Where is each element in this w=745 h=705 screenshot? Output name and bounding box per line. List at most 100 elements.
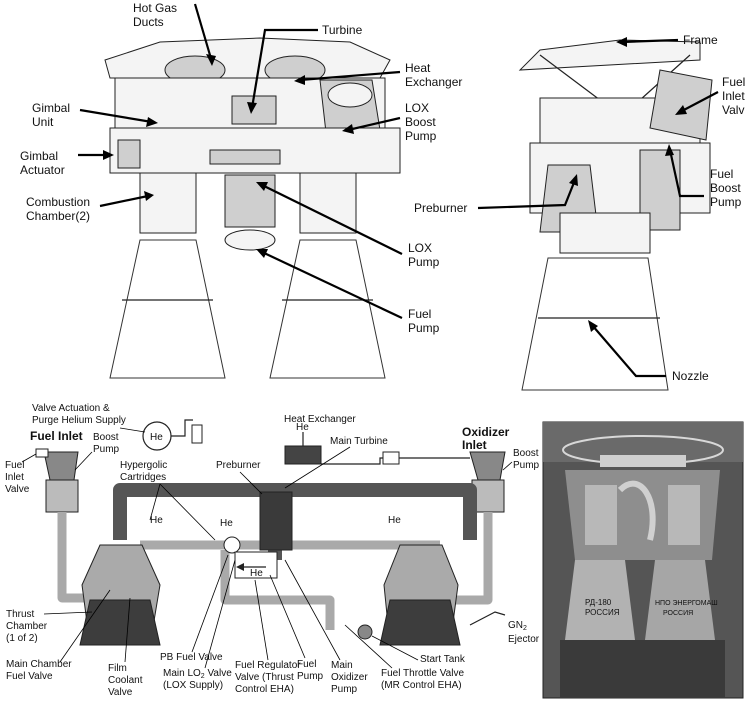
- turbine-arrow: [250, 28, 318, 109]
- schematic: He He He He He He: [35, 419, 506, 646]
- film-coolant-label-2: Coolant: [108, 675, 143, 686]
- lox-pump-label-2: Pump: [408, 255, 440, 269]
- photo-text-left-1: РД-180: [585, 598, 612, 607]
- fuel-regulator-label-2: Valve (Thrust: [235, 672, 294, 683]
- combustion-chamber-arrow: [99, 194, 149, 208]
- gimbal-unit-label-1: Gimbal: [32, 101, 70, 115]
- fuel-inlet-valve-schem-label-2: Inlet: [5, 472, 24, 483]
- hypergolic-label-2: Cartridges: [120, 472, 166, 483]
- heat-exchanger-box: [284, 445, 322, 465]
- preburner-label: Preburner: [414, 201, 467, 215]
- main-oxidizer-pump-label-2: Oxidizer: [331, 672, 368, 683]
- main-lo2-label-sub: 2: [201, 673, 205, 680]
- heat-exchanger-label-2: Exchanger: [405, 75, 462, 89]
- gimbal-unit-label-2: Unit: [32, 115, 54, 129]
- fuel-inlet-valve-label-1: Fuel: [722, 75, 745, 89]
- fuel-pump-arrow: [261, 251, 403, 319]
- valve-actuation-label-2: Purge Helium Supply: [32, 415, 126, 426]
- fuel-pump-schem-label-1: Fuel: [297, 659, 316, 670]
- lox-pump-label-1: LOX: [408, 241, 432, 255]
- lox-boost-pump-arrow: [347, 116, 401, 132]
- fuel-inlet-valve-label-2: Inlet: [722, 89, 745, 103]
- pb-fuel-valve-label: PB Fuel Valve: [160, 652, 223, 663]
- photo-text-right-2: РОССИЯ: [663, 610, 693, 617]
- hot-gas-ducts-label-1: Hot Gas: [133, 1, 177, 15]
- main-oxidizer-pump-label-1: Main: [331, 660, 353, 671]
- boost-pump-right-label-2: Pump: [513, 460, 540, 471]
- svg-text:Valve Actuation &Purge Helium: Valve Actuation &Purge Helium Supply: [32, 403, 126, 426]
- boost-pump-left-label-2: Pump: [93, 444, 120, 455]
- start-tank-label: Start Tank: [420, 654, 466, 665]
- hot-gas-ducts-label-2: Ducts: [133, 15, 164, 29]
- main-oxidizer-pump-label-3: Pump: [331, 684, 358, 695]
- hypergolic-label-1: Hypergolic: [120, 460, 167, 471]
- gimbal-actuator-label-1: Gimbal: [20, 149, 58, 163]
- film-coolant-label-3: Valve: [108, 687, 133, 698]
- svg-text:Fuel Throttle Valve(MR Control: Fuel Throttle Valve(MR Control EHA): [381, 668, 464, 691]
- front-view-engine: [104, 37, 401, 379]
- combustion-chamber-label-1: Combustion: [26, 195, 90, 209]
- fuel-boost-pump-label-2: Boost: [710, 181, 741, 195]
- fuel-inlet-label: Fuel Inlet: [30, 429, 83, 443]
- heat-exchanger-arrow: [299, 70, 401, 82]
- heat-exchanger-label-schematic: Heat Exchanger: [284, 414, 356, 425]
- boost-pump-right-label-1: Boost: [513, 448, 539, 459]
- lox-pump-arrow: [261, 184, 403, 255]
- photo-text-left-2: РОССИЯ: [585, 608, 620, 617]
- fuel-inlet-valve-schem-label-3: Valve: [5, 484, 30, 495]
- thrust-chamber-label-3: (1 of 2): [6, 633, 38, 644]
- heat-exchanger-label-1: Heat: [405, 61, 431, 75]
- turbine-label: Turbine: [322, 23, 363, 37]
- fuel-boost-pump-label-3: Pump: [710, 195, 742, 209]
- fuel-regulator-label-3: Control EHA): [235, 684, 294, 695]
- he-label-right: He: [388, 515, 401, 526]
- hot-gas-ducts-arrow: [193, 3, 214, 63]
- lox-boost-pump-label-1: LOX: [405, 101, 429, 115]
- side-view-engine: [518, 39, 713, 391]
- he-label-left: He: [150, 515, 163, 526]
- thrust-chamber-label-2: Chamber: [6, 621, 48, 632]
- fuel-pump-label-2: Pump: [408, 321, 440, 335]
- fuel-inlet-valve-schem-label-1: Fuel: [5, 460, 24, 471]
- gimbal-unit-arrow: [79, 108, 153, 124]
- main-chamber-fuel-valve-label-2: Fuel Valve: [6, 671, 53, 682]
- fuel-regulator-label-1: Fuel Regulator: [235, 660, 301, 671]
- schematic-labels: Valve Actuation &Purge Helium Supply Hea…: [5, 403, 540, 698]
- gn2-label-2: Ejector: [508, 634, 540, 645]
- main-lo2-label-1: Main LO: [163, 668, 201, 679]
- fuel-inlet-valve-label-3: Valve: [722, 103, 745, 117]
- fuel-throttle-label-2: (MR Control EHA): [381, 680, 462, 691]
- fuel-pump-schem-label-2: Pump: [297, 671, 324, 682]
- fuel-boost-pump-arrow: [668, 149, 704, 198]
- photo-text-right-1: НПО ЭНЕРГОМАШ: [655, 600, 718, 607]
- main-turbine-label: Main Turbine: [330, 436, 388, 447]
- nozzle-arrow: [591, 324, 666, 378]
- frame-arrow: [621, 38, 679, 44]
- gn2-label-sub: 2: [523, 625, 527, 632]
- film-coolant-label-1: Film: [108, 663, 127, 674]
- he-label-pb: He: [220, 518, 233, 529]
- preburner-schem-label: Preburner: [216, 460, 261, 471]
